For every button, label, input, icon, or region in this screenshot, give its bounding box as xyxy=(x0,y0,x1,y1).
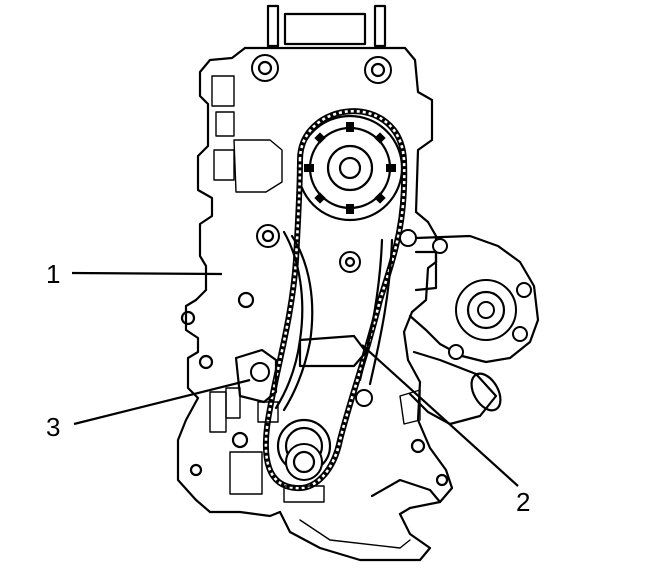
callout-1-label: 1 xyxy=(46,259,60,289)
chain-guide-left xyxy=(274,230,314,412)
timing-chain xyxy=(262,108,408,492)
leader-line-1 xyxy=(71,271,223,276)
water-pump xyxy=(408,234,540,426)
leader-line-2 xyxy=(361,344,519,487)
cam-cover-bolts xyxy=(251,54,392,273)
leader-lines xyxy=(71,271,519,487)
callout-2-label: 2 xyxy=(516,487,530,517)
leader-line-3 xyxy=(73,378,251,426)
camshaft-sprocket xyxy=(296,114,404,222)
callout-labels: 1 2 3 xyxy=(46,259,530,517)
callout-3-label: 3 xyxy=(46,412,60,442)
engine-block xyxy=(176,4,454,562)
crankshaft-sprocket xyxy=(276,418,332,503)
chain-guide-right xyxy=(355,229,417,407)
chain-tensioner xyxy=(234,334,368,423)
